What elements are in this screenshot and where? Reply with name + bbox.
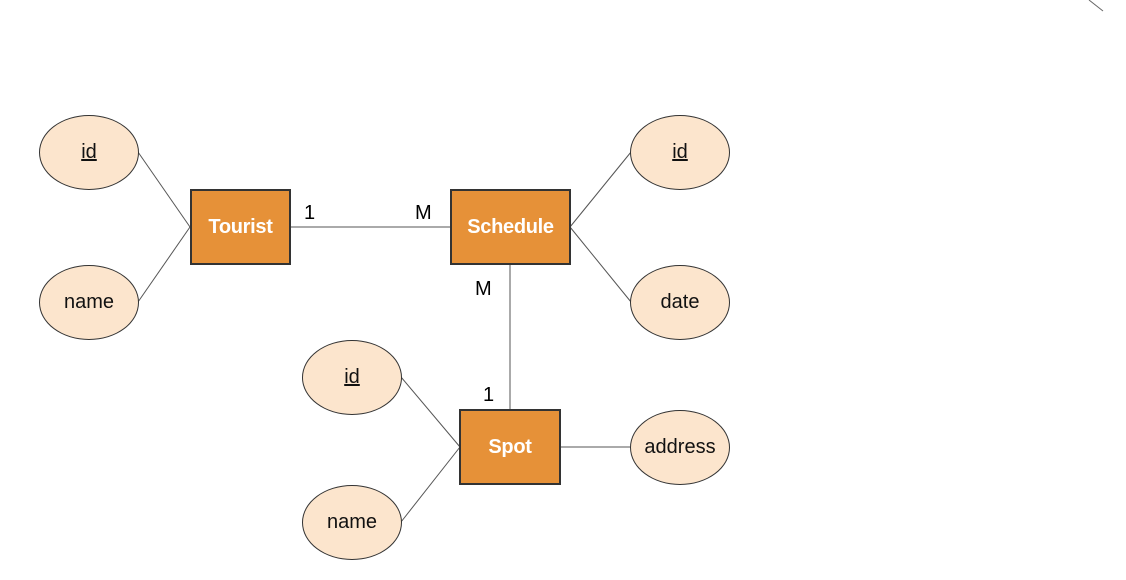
attribute-schedule-date[interactable]: date xyxy=(630,265,730,340)
line-spot-id xyxy=(400,376,461,448)
entity-spot-label: Spot xyxy=(488,435,532,458)
cardinality-schedule-side-from-tourist: M xyxy=(415,202,432,224)
line-schedule-id xyxy=(569,151,632,228)
cardinality-schedule-side-from-spot: M xyxy=(475,278,492,300)
attribute-spot-id[interactable]: id xyxy=(302,340,402,415)
attribute-tourist-id[interactable]: id xyxy=(39,115,139,190)
entity-spot[interactable]: Spot xyxy=(459,409,561,485)
attribute-schedule-id[interactable]: id xyxy=(630,115,730,190)
entity-tourist[interactable]: Tourist xyxy=(190,189,291,265)
attribute-tourist-id-label: id xyxy=(81,141,97,163)
attribute-tourist-name[interactable]: name xyxy=(39,265,139,340)
attribute-spot-address-label: address xyxy=(644,436,716,458)
attribute-schedule-date-label: date xyxy=(660,291,700,313)
line-tourist-id xyxy=(137,151,191,228)
entity-schedule-label: Schedule xyxy=(467,215,554,238)
corner-stroke xyxy=(1088,0,1104,12)
entity-tourist-label: Tourist xyxy=(208,215,273,238)
attribute-spot-id-label: id xyxy=(344,366,360,388)
attribute-schedule-id-label: id xyxy=(672,141,688,163)
attribute-spot-name[interactable]: name xyxy=(302,485,402,560)
line-tourist-name xyxy=(137,226,191,303)
line-schedule-date xyxy=(569,226,632,303)
line-spot-name xyxy=(400,446,461,523)
cardinality-spot-side: 1 xyxy=(483,384,495,406)
entity-schedule[interactable]: Schedule xyxy=(450,189,571,265)
attribute-spot-address[interactable]: address xyxy=(630,410,730,485)
cardinality-tourist-side: 1 xyxy=(304,202,316,224)
attribute-spot-name-label: name xyxy=(326,511,378,533)
attribute-tourist-name-label: name xyxy=(63,291,115,313)
